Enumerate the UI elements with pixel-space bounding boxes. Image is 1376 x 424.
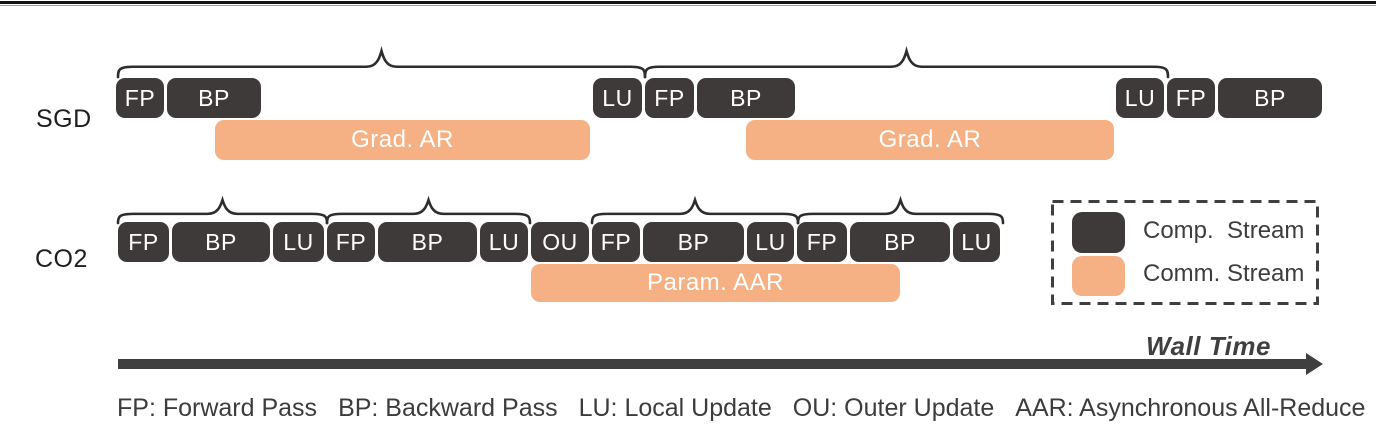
iteration-brace: [796, 195, 1005, 225]
comp-block: FP: [592, 222, 640, 262]
comp-block: OU: [531, 222, 589, 262]
time-axis-label: Wall Time: [1146, 331, 1271, 361]
top-rule: [0, 1, 1376, 4]
comp-block: LU: [593, 78, 642, 118]
comp-block: BP: [1218, 78, 1322, 118]
abbreviation-item: OU: Outer Update: [792, 394, 995, 422]
abbreviation-footnote: FP: Forward Pass BP: Backward Pass LU: Loc…: [117, 394, 1365, 423]
comp-block: LU: [953, 222, 1000, 262]
abbreviation-item: LU: Local Update: [578, 394, 772, 422]
comm-block: Grad. AR: [215, 120, 590, 160]
abbreviation-item: FP: Forward Pass: [117, 394, 318, 422]
comp-block: BP: [172, 222, 270, 262]
comp-block: FP: [645, 78, 694, 118]
comp-block: LU: [480, 222, 528, 262]
legend-dashed-border: [1051, 200, 1319, 305]
iteration-brace: [325, 195, 532, 225]
iteration-brace: [643, 46, 1170, 79]
comp-block: LU: [747, 222, 794, 262]
stream-legend: Comp. Stream Comm. Stream: [1051, 200, 1319, 305]
comm-block: Param. AAR: [531, 264, 900, 302]
comp-block: FP: [327, 222, 375, 262]
iteration-brace: [590, 195, 800, 225]
comp-block: FP: [116, 78, 164, 118]
comm-block: Grad. AR: [746, 120, 1114, 160]
comp-block: BP: [167, 78, 261, 118]
comm-stream-swatch: [1072, 256, 1125, 296]
time-axis-arrowhead-icon: [1306, 353, 1323, 375]
comp-block: FP: [797, 222, 847, 262]
comp-stream-swatch: [1072, 212, 1125, 253]
comp-block: BP: [697, 78, 795, 118]
row-label-sgd: SGD: [36, 105, 92, 133]
time-axis-arrow: [118, 359, 1308, 369]
abbreviation-item: AAR: Asynchronous All-Reduce: [1015, 394, 1366, 422]
top-rule-shadow: [0, 5, 1376, 6]
comp-block: LU: [1116, 78, 1164, 118]
comp-block: LU: [273, 222, 324, 262]
legend-label-comp-stream: Comp. Stream: [1143, 217, 1305, 244]
comp-block: BP: [643, 222, 744, 262]
comp-block: FP: [1167, 78, 1215, 118]
comp-block: FP: [118, 222, 169, 262]
row-label-co2: CO2: [35, 245, 88, 273]
iteration-brace: [116, 46, 647, 79]
legend-label-comm-stream: Comm. Stream: [1143, 260, 1305, 287]
comp-block: BP: [850, 222, 950, 262]
iteration-brace: [116, 195, 329, 225]
comp-block: BP: [378, 222, 477, 262]
abbreviation-item: BP: Backward Pass: [338, 394, 558, 422]
